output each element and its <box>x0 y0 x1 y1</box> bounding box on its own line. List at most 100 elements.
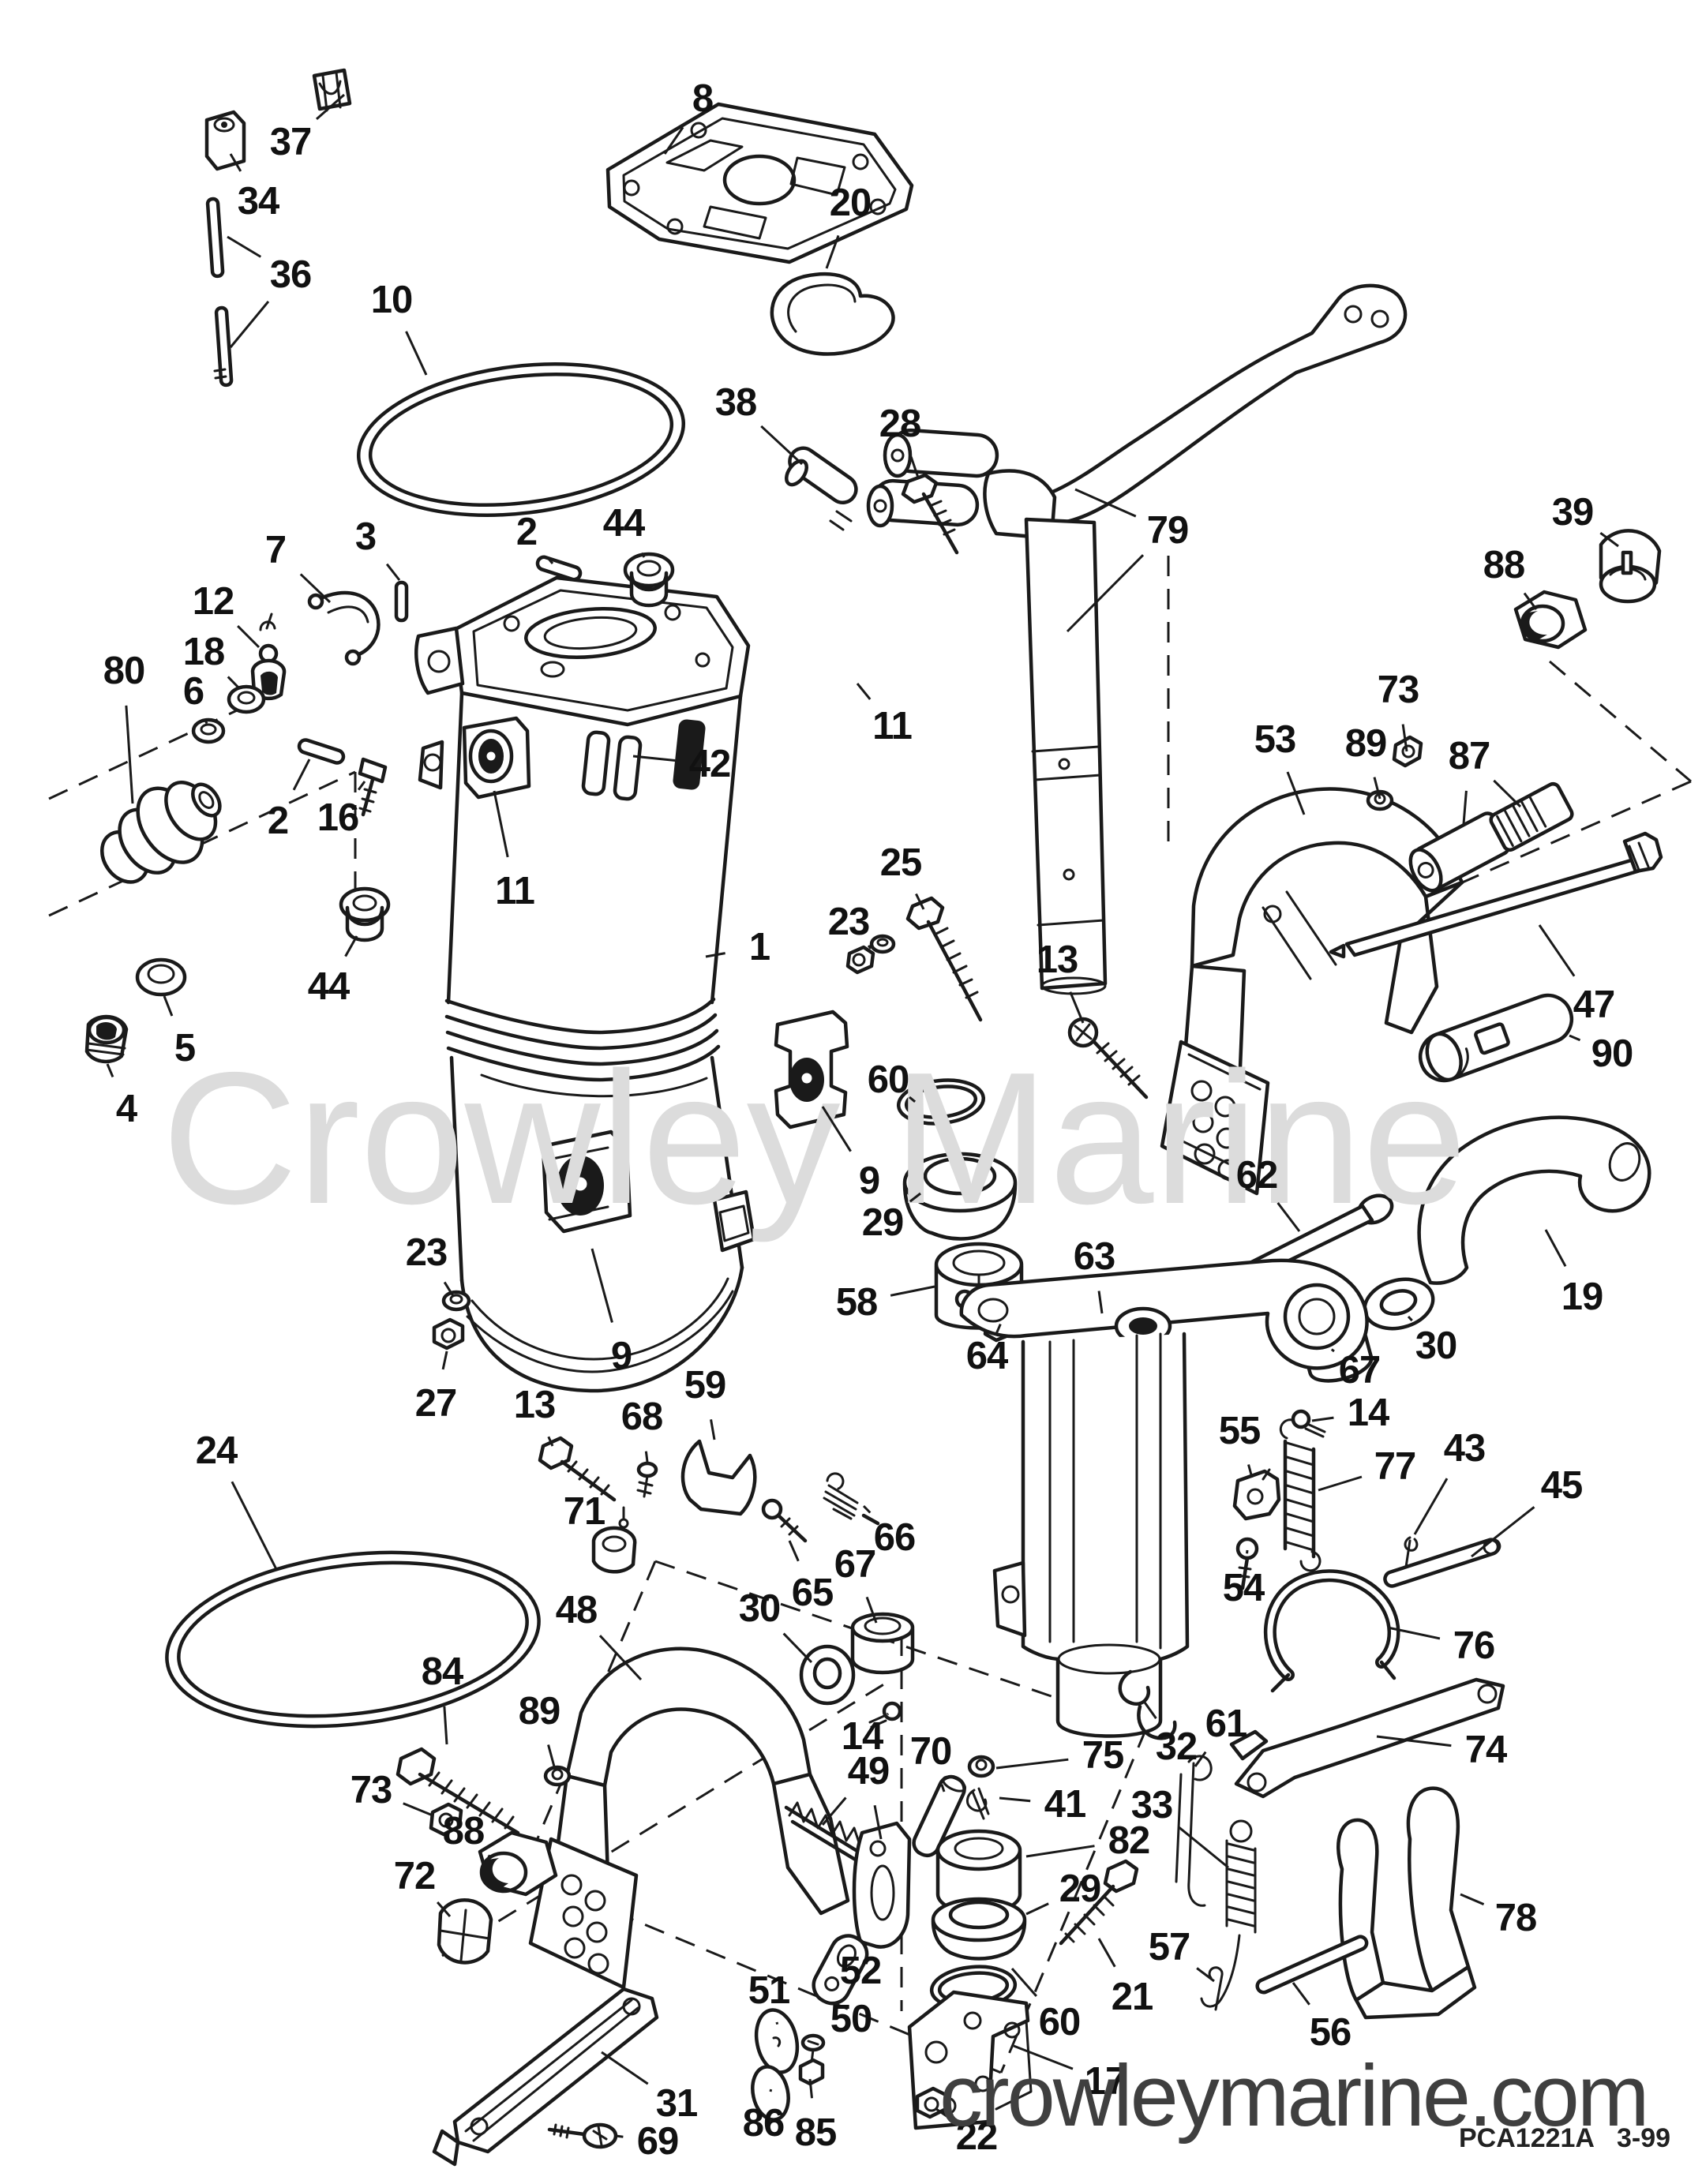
leader-line <box>1311 1416 1334 1422</box>
screw-14-right <box>1291 1409 1326 1438</box>
callout-6: 6 <box>182 670 204 713</box>
disc-86 <box>751 2065 790 2122</box>
callout-36: 36 <box>269 253 313 296</box>
leader-line <box>1460 1893 1485 1906</box>
washer-6 <box>191 717 226 744</box>
callout-44: 44 <box>307 965 351 1008</box>
leader-line <box>125 705 134 804</box>
callout-18: 18 <box>182 631 226 673</box>
callout-75: 75 <box>1082 1734 1125 1777</box>
screw-54 <box>1235 1537 1259 1590</box>
leader-line <box>1493 779 1522 808</box>
leader-line <box>1291 1982 1310 2006</box>
leader-line <box>1462 790 1468 825</box>
bolt-13-lower <box>538 1436 617 1502</box>
leader-line <box>1025 1845 1095 1858</box>
leader-line <box>227 235 262 258</box>
exhaust-housing-1 <box>414 575 756 1393</box>
cup-29-lower <box>931 1897 1027 1961</box>
washer-89-lower <box>543 1765 572 1787</box>
link-55 <box>1232 1468 1281 1521</box>
callout-72: 72 <box>393 1855 437 1897</box>
leader-line <box>1276 1202 1301 1232</box>
leader-line <box>292 759 311 791</box>
callout-48: 48 <box>555 1589 598 1631</box>
leader-line <box>644 1451 649 1463</box>
callout-67: 67 <box>834 1543 877 1586</box>
leader-line <box>1376 1735 1452 1748</box>
callout-2: 2 <box>515 511 538 553</box>
washer-75 <box>967 1755 995 1778</box>
callout-70: 70 <box>909 1730 953 1773</box>
dowel-pins-36 <box>205 197 234 388</box>
callout-33: 33 <box>1130 1784 1174 1826</box>
leader-line <box>227 676 241 690</box>
leader-line <box>1142 1699 1157 1720</box>
callout-86: 86 <box>742 2102 785 2145</box>
callout-7: 7 <box>264 529 287 571</box>
leader-line <box>405 331 428 376</box>
seal-20 <box>770 272 895 356</box>
spacers-87 <box>1408 781 1574 893</box>
leader-line <box>443 1281 455 1297</box>
leader-line <box>1401 724 1408 752</box>
leader-line <box>344 935 358 957</box>
leader-line <box>441 1350 448 1370</box>
callout-52: 52 <box>839 1950 883 1992</box>
callout-79: 79 <box>1146 509 1190 552</box>
callout-78: 78 <box>1494 1897 1538 1939</box>
leader-line <box>1544 1229 1567 1268</box>
o-ring-10 <box>356 362 686 517</box>
leader-line <box>842 1995 848 2002</box>
callout-29: 29 <box>861 1201 905 1244</box>
callout-73: 73 <box>1377 669 1420 711</box>
leader-line <box>106 1063 114 1078</box>
grommet-71 <box>591 1506 637 1574</box>
plug-4 <box>84 1014 129 1064</box>
callout-60: 60 <box>867 1058 910 1101</box>
callout-90: 90 <box>1591 1032 1634 1075</box>
leader-line <box>705 952 725 958</box>
cam-plate-52 <box>812 1934 869 2006</box>
site-watermark: crowleymarine.com <box>939 2047 1649 2145</box>
leader-line <box>357 781 366 791</box>
washer-18 <box>227 684 266 714</box>
leader-line <box>1599 531 1619 548</box>
washer-nut-23-27 <box>432 1290 471 1350</box>
leader-line <box>1471 1506 1535 1558</box>
callout-29: 29 <box>1059 1867 1102 1910</box>
leader-line <box>890 1285 935 1297</box>
pin-70 <box>912 1774 967 1858</box>
callout-38: 38 <box>714 381 758 424</box>
o-ring-24 <box>165 1550 541 1729</box>
callout-28: 28 <box>879 403 922 445</box>
leader-line <box>935 2107 949 2118</box>
callout-30: 30 <box>1415 1324 1458 1367</box>
callout-77: 77 <box>1374 1445 1417 1488</box>
doc-code-date: 3-99 <box>1616 2123 1671 2153</box>
callout-34: 34 <box>237 180 280 223</box>
washer-30-left <box>799 1644 856 1706</box>
washer-5 <box>135 957 187 997</box>
leader-line <box>1010 1968 1038 1997</box>
leader-line <box>909 456 920 478</box>
leader-line <box>1194 1751 1207 1767</box>
nut-73-lower <box>429 1802 463 1837</box>
leader-line <box>436 1901 452 1917</box>
pin-34 <box>204 110 246 171</box>
leader-line <box>1330 1348 1335 1353</box>
callout-1: 1 <box>748 926 770 968</box>
callout-50: 50 <box>830 1998 873 2040</box>
clip-7 <box>307 590 381 666</box>
callout-16: 16 <box>317 796 360 839</box>
spring-33 <box>1200 1819 1257 2008</box>
leader-line <box>782 1632 813 1664</box>
callout-85: 85 <box>794 2111 838 2154</box>
leader-line <box>821 1796 847 1826</box>
leader-line <box>601 2051 649 2085</box>
leader-line <box>1013 2044 1074 2070</box>
leader-line <box>1569 1034 1581 1042</box>
pin-38 <box>785 446 858 531</box>
